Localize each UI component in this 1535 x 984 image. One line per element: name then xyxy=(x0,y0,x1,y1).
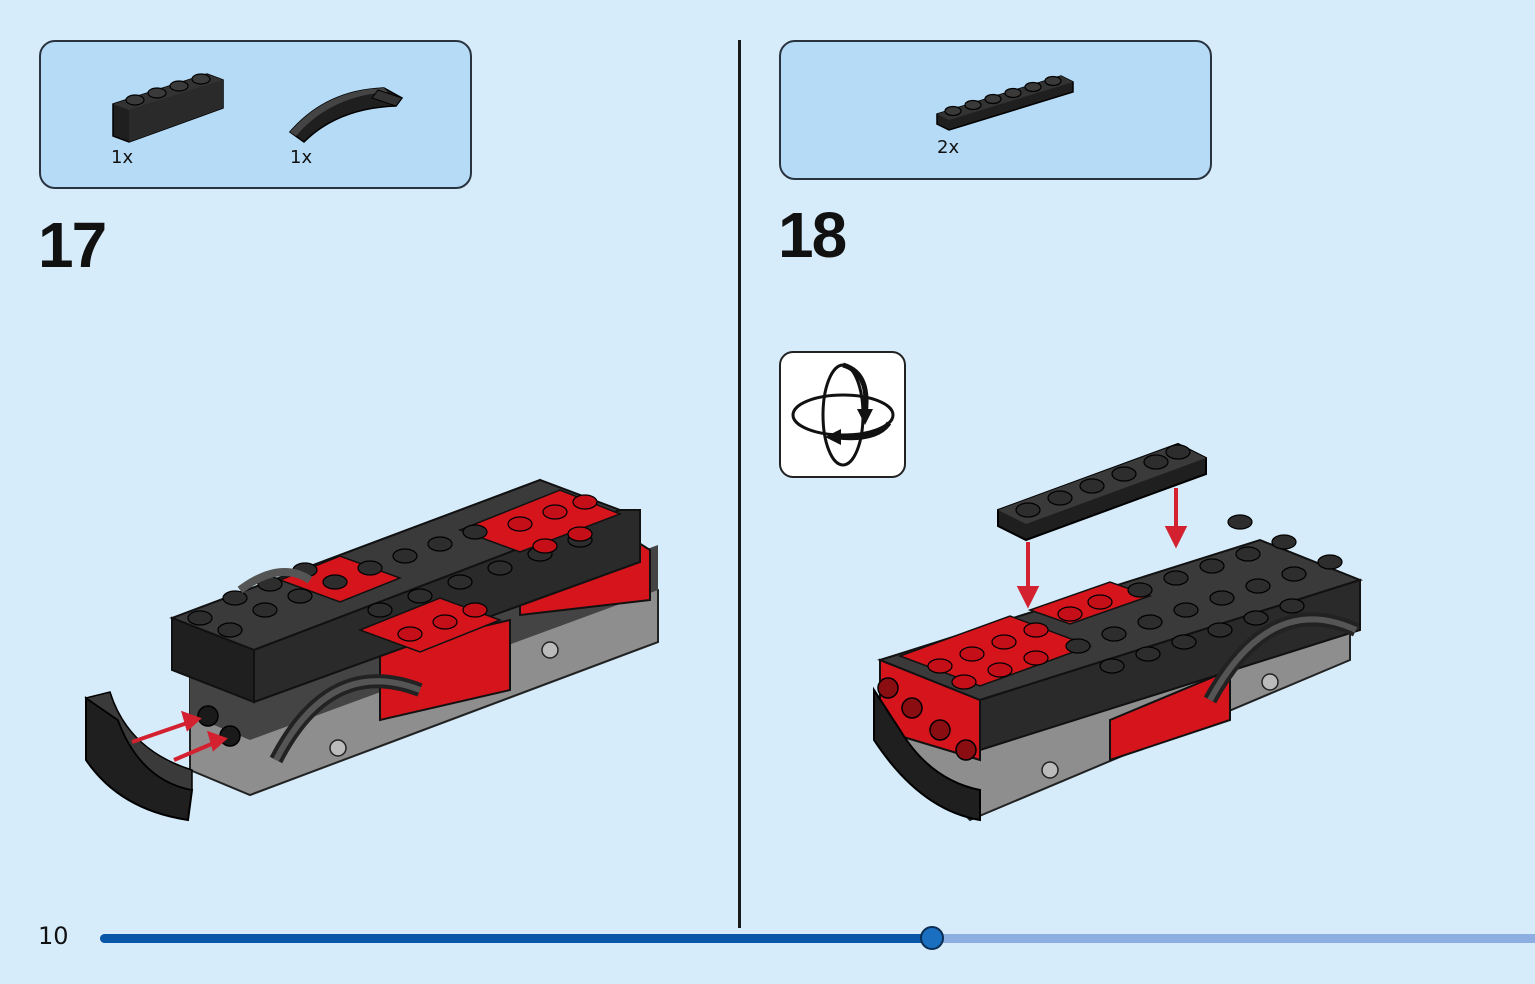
progress-bar xyxy=(100,926,1535,950)
progress-fill xyxy=(100,934,933,943)
step-18-model-illustration xyxy=(873,442,1363,822)
step-number: 18 xyxy=(778,199,847,271)
parts-callout-step-17: 1x 1x xyxy=(39,40,472,189)
column-divider xyxy=(738,40,741,928)
rotate-model-callout xyxy=(779,351,906,478)
black-brick-1x4-icon xyxy=(112,73,224,143)
rotate-model-icon xyxy=(791,362,895,467)
step-17-model-illustration xyxy=(84,478,659,822)
parts-callout-step-18: 2x xyxy=(779,40,1212,180)
part-quantity: 2x xyxy=(937,137,960,158)
page-number: 10 xyxy=(38,922,69,950)
progress-marker xyxy=(920,926,945,950)
black-plate-1x6-icon xyxy=(936,75,1074,131)
step-number: 17 xyxy=(38,209,107,281)
part-quantity: 1x xyxy=(290,147,313,168)
black-curved-slope-icon xyxy=(288,87,404,143)
part-quantity: 1x xyxy=(111,147,134,168)
